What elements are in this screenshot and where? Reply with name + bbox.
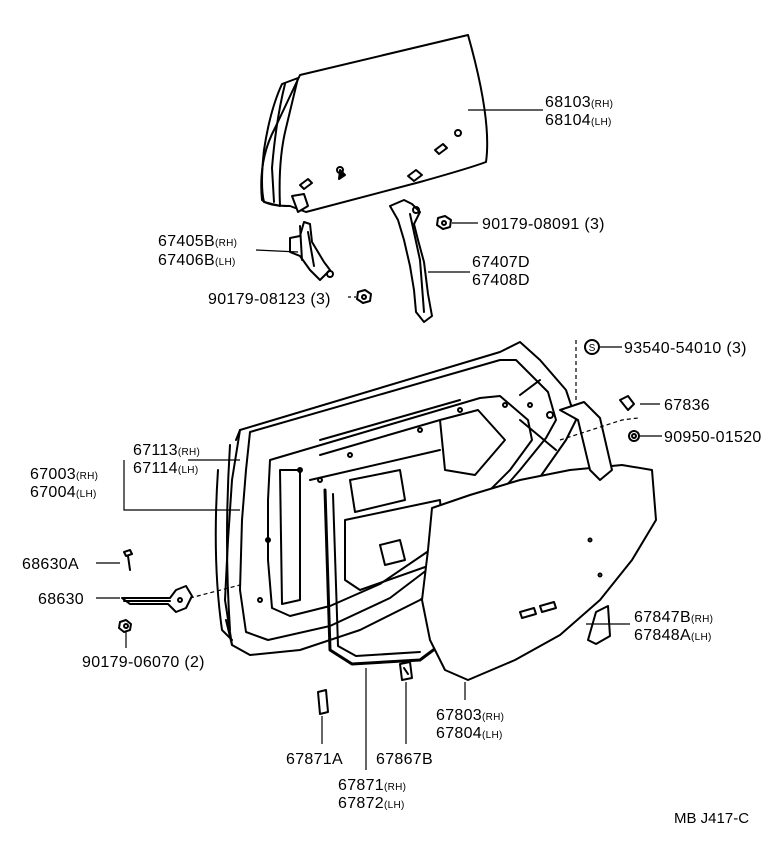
weatherstrip-drawing bbox=[323, 488, 442, 666]
service-cover-drawing bbox=[421, 464, 657, 681]
label-screw: 93540-54010 (3) bbox=[624, 340, 747, 357]
svg-text:68103(RH): 68103(RH) bbox=[545, 94, 613, 111]
glass-nut-right-drawing bbox=[436, 215, 452, 230]
label-front-channel: 67405B(RH) 67406B(LH) bbox=[158, 233, 237, 269]
svg-text:67408D: 67408D bbox=[472, 272, 530, 289]
svg-text:67871(RH): 67871(RH) bbox=[338, 777, 406, 794]
door-check-drawing bbox=[121, 585, 193, 613]
svg-text:67004(LH): 67004(LH) bbox=[30, 484, 97, 501]
weatherstrip-clip-a-drawing bbox=[317, 689, 329, 715]
diagram-reference: MB J417-C bbox=[674, 810, 749, 827]
svg-text:67003(RH): 67003(RH) bbox=[30, 466, 98, 483]
label-channel-nut: 90179-08123 (3) bbox=[208, 291, 331, 308]
label-glass: 68103(RH) 68104(LH) bbox=[545, 94, 613, 129]
label-door-panel: 67113(RH) 67114(LH) bbox=[133, 442, 200, 477]
label-inner-seal: 67847B(RH) 67848A(LH) bbox=[634, 609, 713, 644]
channel-nut-drawing bbox=[356, 289, 372, 304]
screw-drawing bbox=[584, 339, 600, 355]
door-glass-drawing bbox=[260, 34, 489, 213]
label-weatherstrip-clip-a: 67871A bbox=[286, 751, 343, 768]
clip-drawing bbox=[619, 395, 635, 411]
label-rear-channel: 67407D 67408D bbox=[472, 254, 530, 289]
front-glass-channel-drawing bbox=[289, 221, 334, 281]
svg-text:67406B(LH): 67406B(LH) bbox=[158, 252, 236, 269]
weatherstrip-clip-b-drawing bbox=[399, 661, 413, 681]
label-check-pin: 68630A bbox=[22, 556, 79, 573]
screw-mark: S bbox=[589, 343, 596, 354]
label-clip: 67836 bbox=[664, 397, 710, 414]
check-pin-drawing bbox=[123, 549, 133, 571]
label-door-assy: 67003(RH) 67004(LH) bbox=[30, 466, 98, 501]
label-check-nut: 90179-06070 (2) bbox=[82, 654, 205, 671]
svg-text:67113(RH): 67113(RH) bbox=[133, 442, 200, 459]
svg-text:68104(LH): 68104(LH) bbox=[545, 112, 612, 129]
label-door-check: 68630 bbox=[38, 591, 84, 608]
svg-text:67847B(RH): 67847B(RH) bbox=[634, 609, 713, 626]
door-panel-drawing bbox=[214, 341, 577, 656]
label-weatherstrip: 67871(RH) 67872(LH) bbox=[338, 777, 406, 812]
svg-text:67407D: 67407D bbox=[472, 254, 530, 271]
svg-text:67804(LH): 67804(LH) bbox=[436, 725, 503, 742]
inner-seal-drawing bbox=[587, 605, 611, 645]
rear-seal-drawing bbox=[559, 401, 613, 481]
check-nut-drawing bbox=[118, 619, 132, 633]
rear-glass-channel-drawing bbox=[389, 199, 433, 323]
svg-text:67114(LH): 67114(LH) bbox=[133, 460, 198, 477]
svg-text:67848A(LH): 67848A(LH) bbox=[634, 627, 712, 644]
label-weatherstrip-clip-b: 67867B bbox=[376, 751, 433, 768]
label-glass-nut-right: 90179-08091 (3) bbox=[482, 216, 605, 233]
svg-text:67803(RH): 67803(RH) bbox=[436, 707, 504, 724]
grommet-drawing bbox=[628, 430, 640, 442]
svg-text:67405B(RH): 67405B(RH) bbox=[158, 233, 237, 250]
label-grommet: 90950-01520 bbox=[664, 429, 762, 446]
svg-text:67872(LH): 67872(LH) bbox=[338, 795, 405, 812]
label-service-cover: 67803(RH) 67804(LH) bbox=[436, 707, 504, 742]
leader-lines bbox=[96, 109, 662, 770]
